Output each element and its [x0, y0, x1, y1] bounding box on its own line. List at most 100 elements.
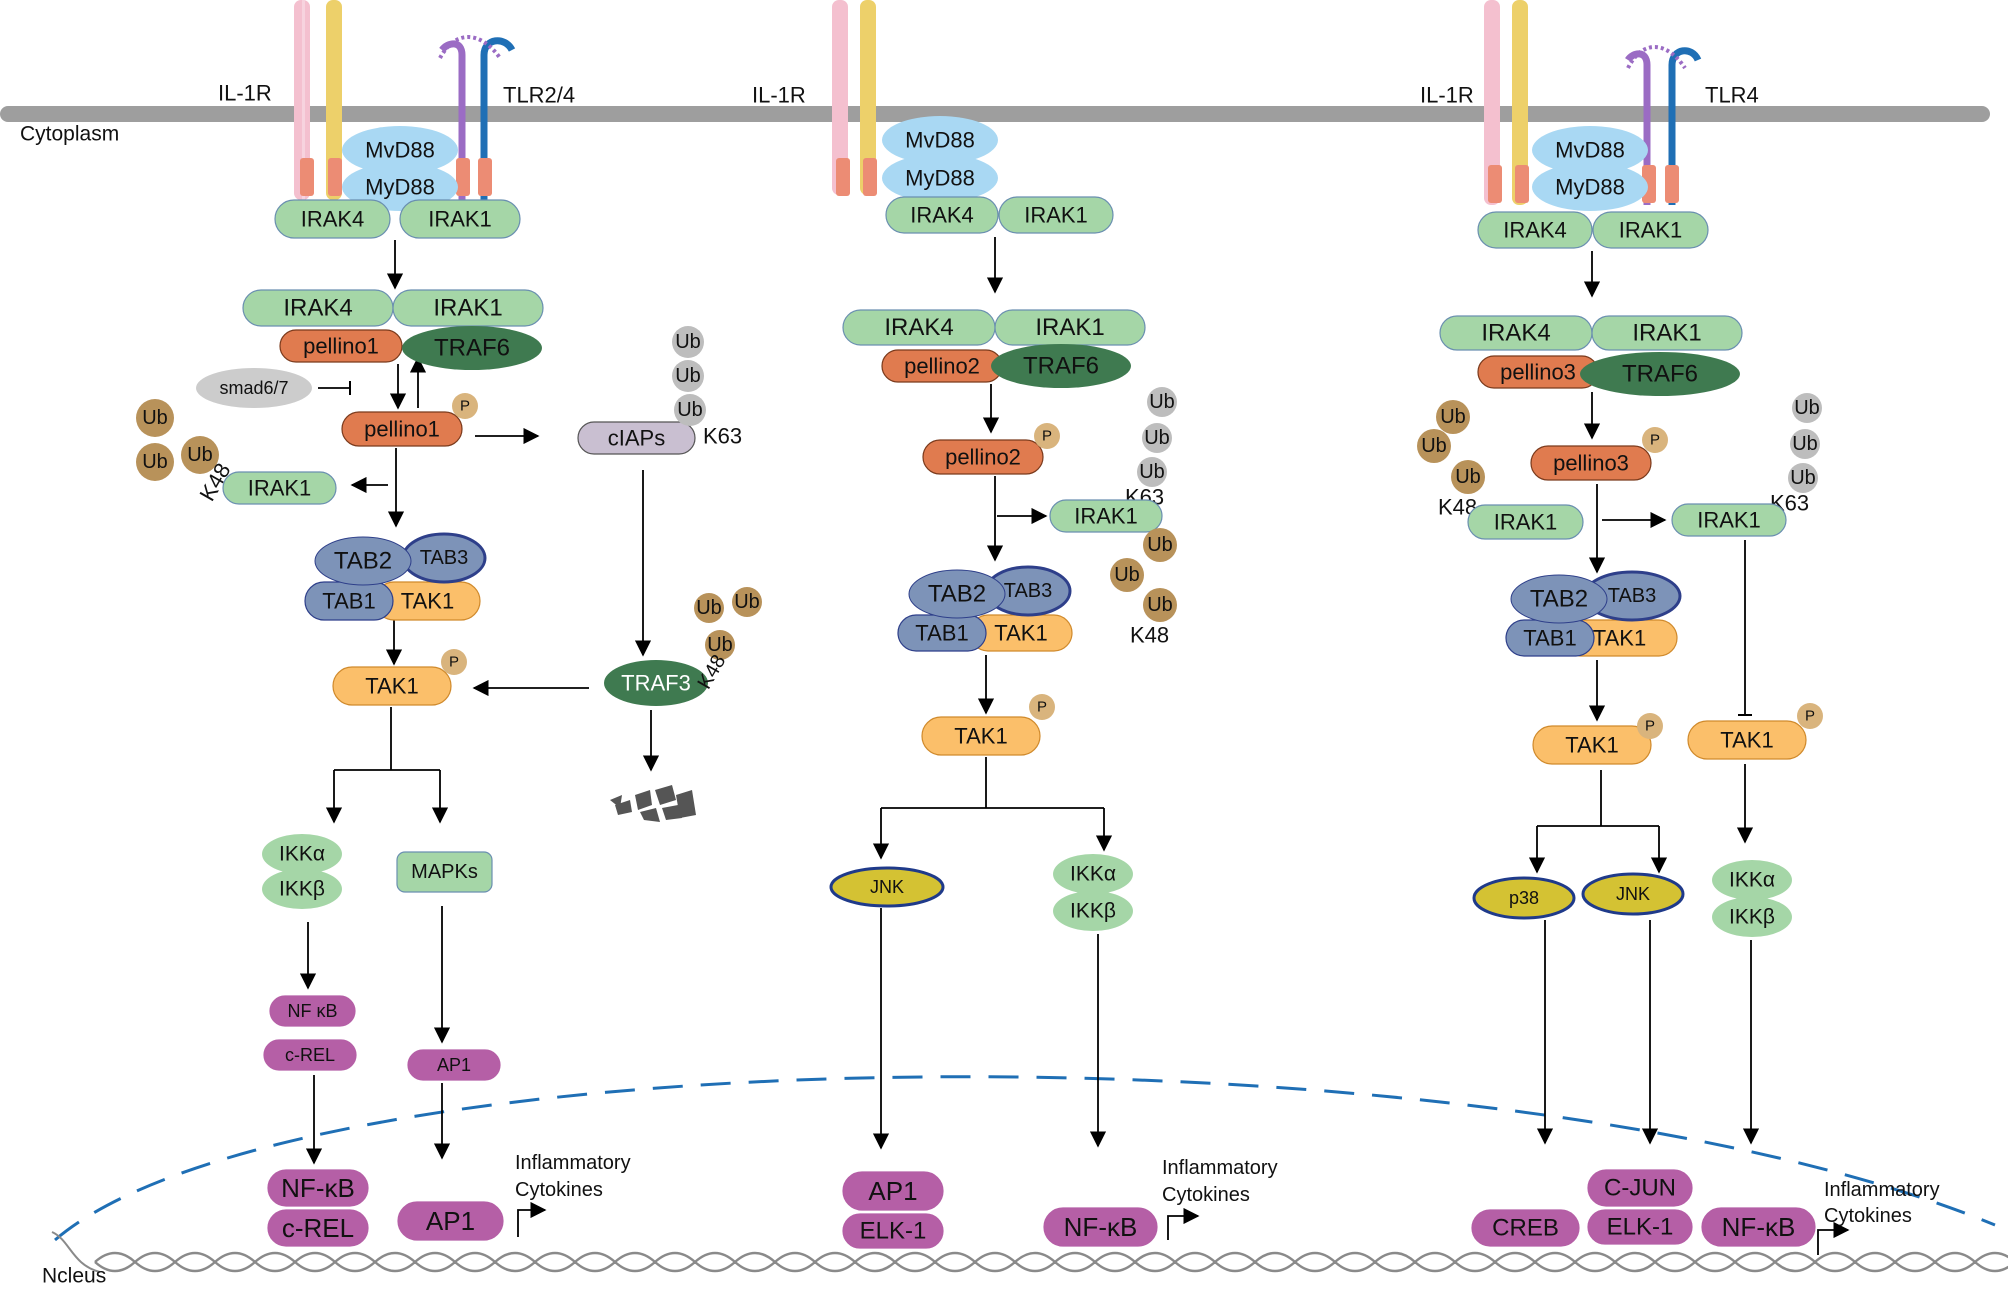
arrow-cytokines-1 — [517, 1201, 547, 1237]
traf6-1-label: TRAF6 — [434, 335, 510, 362]
cytokines-label-3: Cytokines — [1824, 1205, 1912, 1227]
ub-k48-1-b: Ub — [136, 443, 174, 481]
tab2-1-label: TAB2 — [334, 548, 392, 575]
tak1-active-2-label: TAK1 — [954, 724, 1007, 749]
tak1-phospho-3b: P — [1797, 703, 1823, 729]
pellino3-complex: pellino3 — [1477, 355, 1599, 389]
mapks: MAPKs — [396, 851, 493, 893]
irak1-membrane-1: IRAK1 — [399, 199, 521, 239]
irak1-membrane-1-label: IRAK1 — [428, 207, 492, 232]
smad67: smad6/7 — [196, 368, 312, 408]
jnk-2-label: JNK — [870, 877, 904, 897]
ikkb-3-label: IKKβ — [1729, 906, 1775, 929]
nfkb-cyto-1-label: NF κB — [287, 1001, 337, 1021]
ikka-1: IKKα — [262, 834, 342, 874]
tak1-active-1: TAK1 — [332, 666, 452, 706]
myd88-top-1: MvD88 — [342, 126, 458, 174]
ub-k63-1-c-label: Ub — [677, 399, 703, 421]
ap1-nuclear-1-label: AP1 — [426, 1206, 475, 1236]
pellino1-active: pellino1 — [341, 411, 463, 447]
inflammatory-label-3: Inflammatory — [1824, 1179, 1940, 1201]
irak4-complex-2: IRAK4 — [842, 309, 996, 346]
ub-k63-2-b-label: Ub — [1144, 427, 1170, 449]
jnk-3: JNK — [1581, 872, 1685, 916]
irak1-modified-2: IRAK1 — [1049, 499, 1163, 533]
mapks-label: MAPKs — [411, 861, 478, 883]
tlr-receptor-3 — [1625, 45, 1702, 205]
tak1-tab-complex-2-label: TAK1 — [994, 621, 1047, 646]
crel-cyto-1-label: c-REL — [285, 1045, 335, 1065]
tak1-phospho-3b-label: P — [1805, 708, 1815, 725]
ub-k48-1-b-label: Ub — [142, 451, 168, 473]
creb-nuclear-3-label: CREB — [1492, 1215, 1559, 1242]
irak1-modified-3: IRAK1 — [1671, 503, 1787, 537]
myd88-bottom-3-label: MyD88 — [1555, 175, 1625, 200]
ub-k48-1-a: Ub — [136, 399, 174, 437]
irak4-complex-1: IRAK4 — [242, 289, 394, 327]
cytokines-label-1: Cytokines — [515, 1179, 603, 1201]
tab1-2: TAB1 — [897, 614, 987, 652]
myd88-top-1-label: MvD88 — [365, 138, 435, 163]
irak4-complex-2-label: IRAK4 — [884, 314, 953, 341]
tak1-tab-complex-1-label: TAK1 — [401, 589, 454, 614]
ub-k63-3-a: Ub — [1792, 393, 1822, 423]
ikka-2-label: IKKα — [1070, 863, 1116, 886]
ub-k48-2-c-label: Ub — [1147, 594, 1173, 616]
tab2-1: TAB2 — [314, 536, 412, 586]
ikkb-2: IKKβ — [1053, 891, 1133, 931]
pellino3-complex-label: pellino3 — [1500, 360, 1576, 385]
irak1-membrane-3: IRAK1 — [1592, 211, 1709, 249]
ub-k63-3-c: Ub — [1788, 463, 1818, 493]
k48-label-2: K48 — [1130, 623, 1169, 648]
pellino1-phospho: P — [452, 393, 478, 419]
irak4-membrane-1: IRAK4 — [274, 199, 391, 239]
ciaps-label: cIAPs — [608, 426, 665, 451]
tak1-phospho-2: P — [1029, 694, 1055, 720]
ub-k48-2-b-label: Ub — [1114, 564, 1140, 586]
ap1-cyto-1: AP1 — [407, 1049, 501, 1081]
tab3-3: TAB3 — [1582, 570, 1682, 622]
irak1-membrane-3-label: IRAK1 — [1619, 218, 1683, 243]
irak4-membrane-1-label: IRAK4 — [301, 207, 365, 232]
irak1-degraded-3-label: IRAK1 — [1494, 510, 1558, 535]
nfkb-nuclear-1-label: NF-κB — [281, 1173, 355, 1203]
nucleus-edge-line — [51, 1231, 101, 1273]
myd88-top-3-label: MvD88 — [1555, 138, 1625, 163]
pathway-arrows — [299, 237, 1850, 1255]
irak1-complex-2: IRAK1 — [994, 309, 1146, 346]
pellino1-complex: pellino1 — [279, 329, 403, 363]
ikka-3-label: IKKα — [1729, 869, 1775, 892]
nfkb-nuclear-1: NF-κB — [267, 1169, 369, 1207]
tak1-tab-complex-3-label: TAK1 — [1593, 626, 1646, 651]
degradation-fragments-icon — [610, 785, 696, 822]
ub-k63-1-a: Ub — [672, 326, 704, 358]
tak1-phospho-1: P — [441, 649, 467, 675]
pellino3-active-label: pellino3 — [1553, 451, 1629, 476]
il1r-receptor-1 — [294, 0, 342, 200]
myd88-bottom-1: MyD88 — [342, 163, 458, 211]
irak1-complex-1-label: IRAK1 — [433, 295, 502, 322]
tab1-1-label: TAB1 — [322, 589, 375, 614]
irak4-membrane-2-label: IRAK4 — [910, 203, 974, 228]
ikkb-3: IKKβ — [1712, 897, 1792, 937]
tab1-2-label: TAB1 — [915, 621, 968, 646]
tlr24-label: TLR2/4 — [503, 83, 575, 108]
ub-k63-2-a: Ub — [1147, 387, 1177, 417]
ub-k63-3-a-label: Ub — [1794, 397, 1820, 419]
nfkb-nuclear-2: NF-κB — [1043, 1207, 1158, 1247]
tab2-2-label: TAB2 — [928, 581, 986, 608]
myd88-top-2-label: MvD88 — [905, 128, 975, 153]
il1r-label-3: IL-1R — [1420, 83, 1474, 108]
inflammatory-label-2: Inflammatory — [1162, 1157, 1278, 1179]
irak1-complex-1: IRAK1 — [392, 289, 544, 327]
il1r-receptor-3 — [1484, 0, 1529, 205]
irak1-complex-3: IRAK1 — [1591, 315, 1743, 351]
ub-k63-3-b-label: Ub — [1792, 433, 1818, 455]
traf6-3: TRAF6 — [1580, 352, 1740, 396]
ub-k63-2-c: Ub — [1137, 457, 1167, 487]
ub-k48-traf3-a-label: Ub — [696, 597, 722, 619]
nuclear-envelope — [54, 1075, 1996, 1242]
traf3: TRAF3 — [604, 660, 708, 706]
il1r-receptor-2 — [832, 0, 877, 196]
